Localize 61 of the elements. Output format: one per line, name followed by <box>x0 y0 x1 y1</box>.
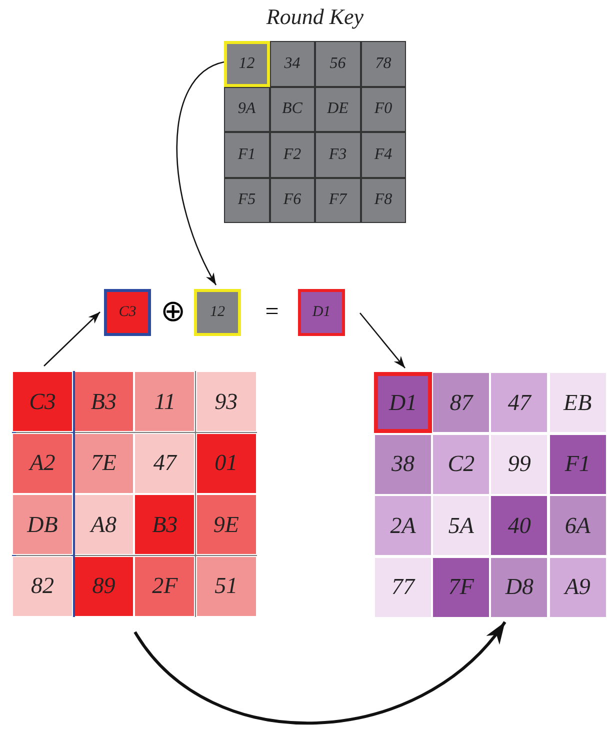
key-cell: F4 <box>360 132 406 178</box>
state-cell: 11 <box>134 371 196 432</box>
state-cell: C3 <box>12 371 73 432</box>
state-cell: 01 <box>196 432 257 494</box>
result-cell: 5A <box>432 495 490 556</box>
state-cell: 2F <box>134 556 196 616</box>
result-cell: C2 <box>432 434 490 494</box>
state-cell: DB <box>12 494 73 555</box>
result-cell: 38 <box>374 434 432 494</box>
key-cell: 78 <box>360 41 406 86</box>
key-cell: F1 <box>224 132 270 178</box>
arrow <box>360 312 406 368</box>
key-cell: 56 <box>315 41 360 86</box>
result-cell: D8 <box>490 556 548 618</box>
key-cell: F7 <box>315 178 360 223</box>
column-outline <box>12 371 75 617</box>
state-cell: 51 <box>196 556 257 616</box>
key-cell: 34 <box>270 41 315 86</box>
byte-box: 12 <box>194 289 241 336</box>
byte-box: C3 <box>104 289 151 336</box>
key-cell: F0 <box>360 86 406 132</box>
state-cell: 89 <box>73 556 134 616</box>
state-grid <box>12 371 257 617</box>
key-cell: DE <box>315 86 360 132</box>
state-cell: A8 <box>73 494 134 555</box>
result-cell: 7F <box>432 556 490 618</box>
arrow <box>44 312 100 366</box>
result-cell: 77 <box>374 556 432 618</box>
key-cell: BC <box>270 86 315 132</box>
result-cell: 87 <box>432 372 490 433</box>
state-cell: B3 <box>134 494 196 555</box>
key-cell: 12 <box>224 41 270 86</box>
result-cell: D1 <box>374 372 432 433</box>
result-cell: 2A <box>374 495 432 556</box>
key-cell: F2 <box>270 132 315 178</box>
arrow <box>176 61 224 286</box>
result-cell: 99 <box>490 434 548 494</box>
key-cell: F6 <box>270 178 315 223</box>
grid-title: Round Key <box>265 4 365 30</box>
state-cell: 7E <box>73 432 134 494</box>
state-cell: 9E <box>196 494 257 555</box>
result-cell: 40 <box>490 495 548 556</box>
key-cell: F3 <box>315 132 360 178</box>
key-cell: F8 <box>360 178 406 223</box>
state-cell: 93 <box>196 371 257 432</box>
result-cell: A9 <box>548 556 607 618</box>
state-cell: A2 <box>12 432 73 494</box>
result-cell: 6A <box>548 495 607 556</box>
result-cell: 47 <box>490 372 548 433</box>
state-cell: 47 <box>134 432 196 494</box>
key-cell: F5 <box>224 178 270 223</box>
operator-symbol: ⊕ <box>160 296 186 328</box>
result-cell: F1 <box>548 434 607 494</box>
arrow <box>134 621 506 724</box>
key-cell: 9A <box>224 86 270 132</box>
state-cell: B3 <box>73 371 134 432</box>
byte-box: D1 <box>298 289 345 336</box>
result-grid <box>374 372 607 618</box>
equals-sign: = <box>264 298 280 326</box>
result-cell: EB <box>548 372 607 433</box>
state-cell: 82 <box>12 556 73 616</box>
